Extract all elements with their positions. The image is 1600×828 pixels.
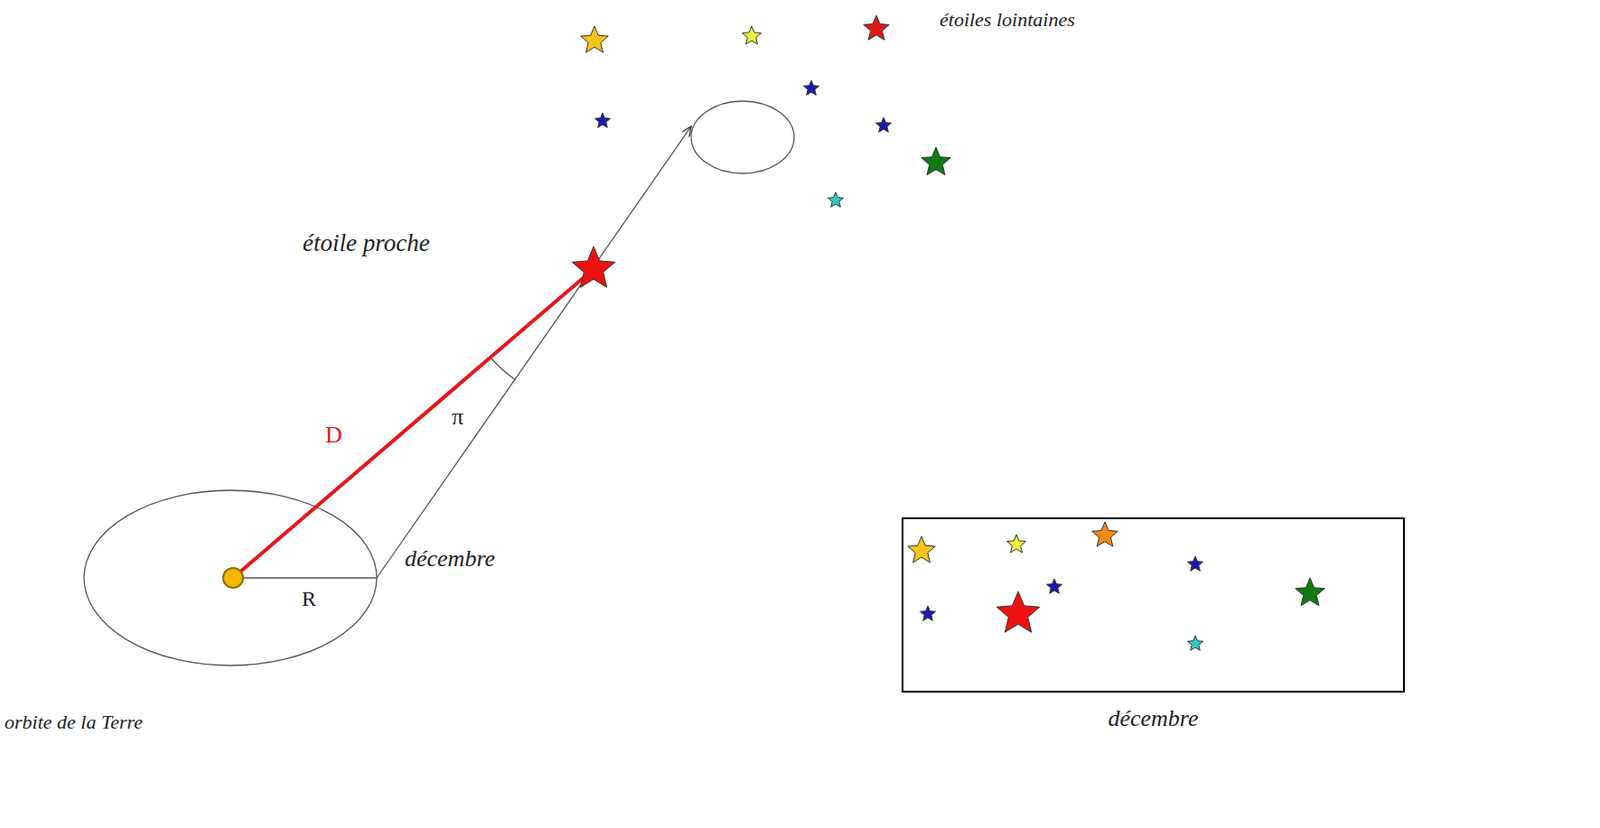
- sun: [223, 568, 244, 589]
- orbit-label: orbite de la Terre: [4, 711, 143, 734]
- distant-stars-label: étoiles lointaines: [939, 9, 1076, 31]
- near-star-label: étoile proche: [302, 230, 431, 258]
- apparent-ellipse: [691, 101, 795, 174]
- inset-star: [1007, 534, 1027, 553]
- inset-star: [907, 536, 936, 563]
- parallax-angle-label: π: [451, 404, 464, 431]
- distant-star: [863, 15, 890, 40]
- sight-line: [376, 126, 692, 579]
- distant-star: [803, 80, 819, 95]
- inset-star: [1187, 556, 1203, 571]
- distance-line: [233, 269, 594, 579]
- radius-line: [233, 577, 377, 579]
- position-label: décembre: [404, 546, 496, 573]
- inset-star: [1295, 578, 1325, 607]
- distant-star: [875, 117, 891, 132]
- inset-star: [1046, 579, 1062, 594]
- inset-star: [919, 606, 936, 621]
- distant-star: [742, 26, 762, 45]
- distant-star: [921, 147, 951, 176]
- earth-orbit: [84, 490, 377, 666]
- inset-star: [1187, 636, 1203, 651]
- inset-view-box: décembre: [901, 517, 1405, 693]
- parallax-angle-arc: [490, 357, 516, 381]
- inset-caption: décembre: [903, 705, 1404, 733]
- distant-star: [827, 192, 843, 207]
- distance-label: D: [325, 422, 343, 450]
- radius-label: R: [301, 587, 317, 611]
- inset-star: [1092, 522, 1119, 547]
- distant-star: [580, 26, 609, 53]
- near-star: [571, 246, 616, 288]
- distant-star: [594, 112, 610, 128]
- inset-star: [996, 591, 1040, 633]
